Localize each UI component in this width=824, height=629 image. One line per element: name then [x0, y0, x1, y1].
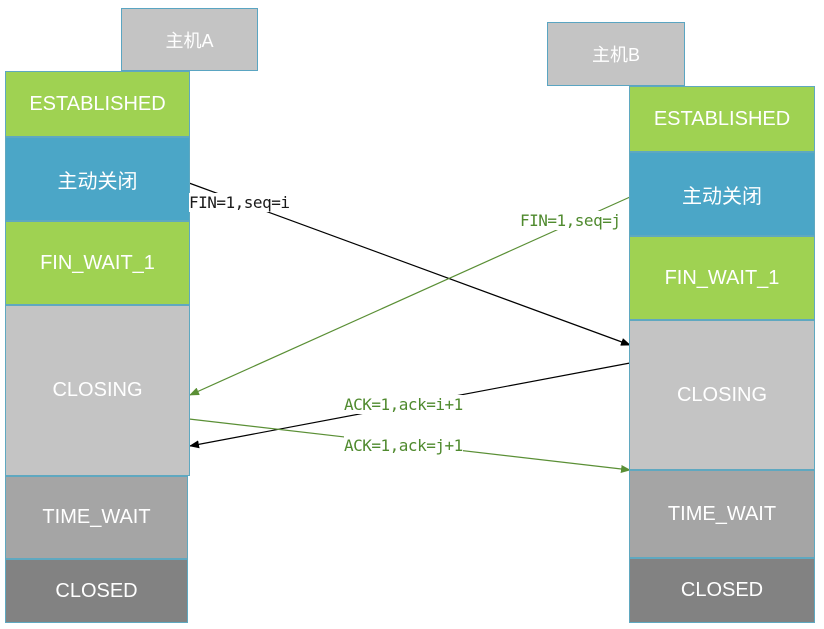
host-a-state-established: ESTABLISHED	[5, 71, 190, 137]
host-b-state-closing: CLOSING	[629, 320, 815, 470]
host-a-state-closing: CLOSING	[5, 305, 190, 476]
message-label-ack-a: ACK=1,ack=j+1	[344, 436, 463, 455]
host-b-label: 主机B	[547, 22, 685, 86]
host-a-label: 主机A	[121, 8, 258, 71]
host-b-state-closed: CLOSED	[629, 558, 815, 623]
host-a-state-time-wait: TIME_WAIT	[5, 476, 188, 559]
message-label-ack-b: ACK=1,ack=i+1	[344, 395, 463, 414]
host-b-state-fin-wait-1: FIN_WAIT_1	[629, 236, 815, 320]
arrow-fin-b-to-a	[189, 196, 631, 396]
message-label-fin-b: FIN=1,seq=j	[520, 211, 621, 230]
message-label-fin-a: FIN=1,seq=i	[189, 193, 290, 212]
host-b-state-active-close: 主动关闭	[629, 152, 815, 236]
host-a-state-fin-wait-1: FIN_WAIT_1	[5, 221, 190, 305]
host-a-state-closed: CLOSED	[5, 559, 188, 623]
host-a-state-active-close: 主动关闭	[5, 137, 190, 221]
host-b-state-time-wait: TIME_WAIT	[629, 470, 815, 558]
host-b-state-established: ESTABLISHED	[629, 86, 815, 152]
